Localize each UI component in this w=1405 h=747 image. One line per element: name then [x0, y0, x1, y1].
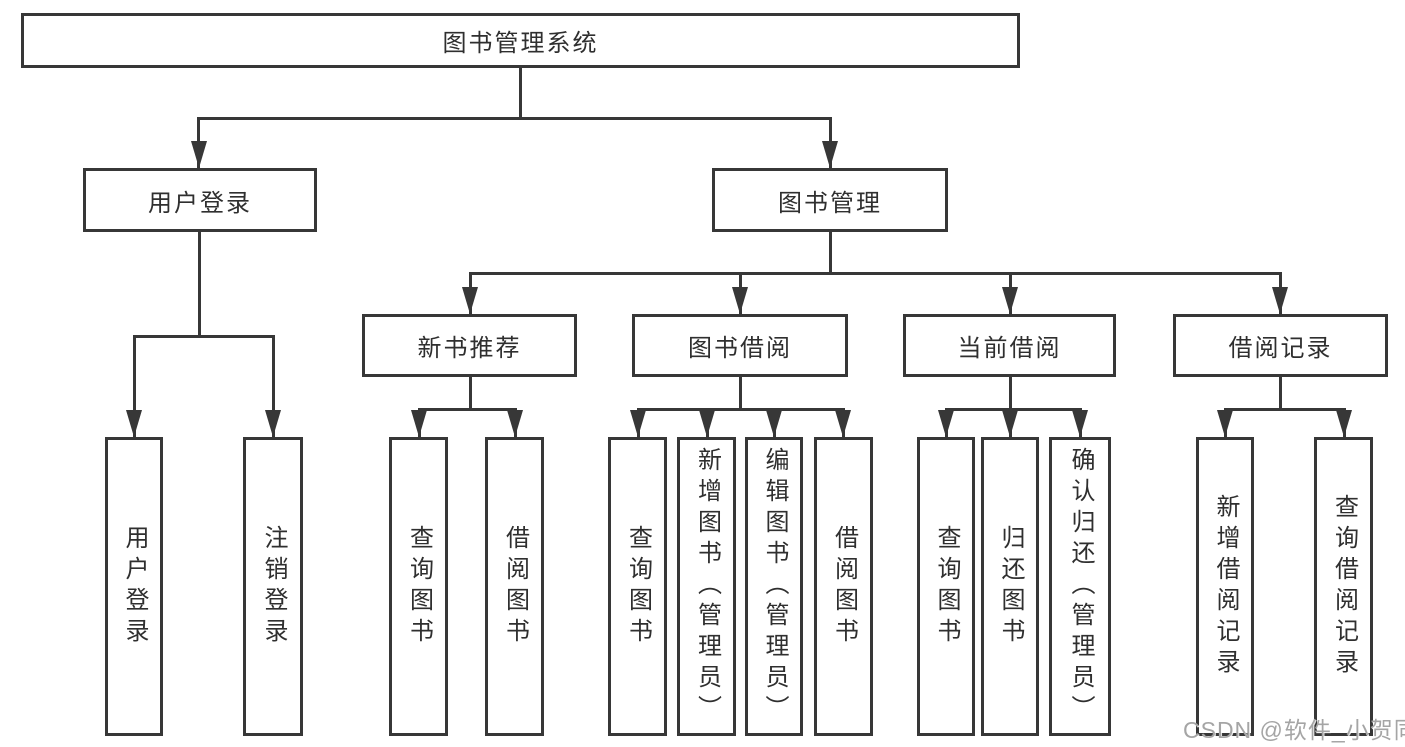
arrowhead-down [1336, 410, 1352, 437]
leaf-add-borrow-record-label: 新增借阅记录 [1212, 493, 1239, 680]
connector-line [272, 335, 275, 437]
connector-line [469, 377, 472, 408]
leaf-query-borrow-record-label: 查询借阅记录 [1330, 493, 1358, 680]
arrowhead-down [462, 287, 478, 314]
leaf-current-query-book: 查询图书 [917, 437, 975, 736]
arrowhead-down [1002, 410, 1018, 437]
leaf-borrow-borrow-book: 借阅图书 [814, 437, 873, 736]
leaf-borrow-query-book-label: 查询图书 [624, 524, 652, 649]
leaf-current-query-book-label: 查询图书 [933, 524, 960, 649]
node-user-login: 用户登录 [83, 168, 317, 232]
connector-line [133, 335, 275, 338]
connector-line [133, 335, 136, 437]
arrowhead-down [938, 410, 954, 437]
arrowhead-down [191, 141, 207, 168]
arrowhead-down [1217, 410, 1233, 437]
leaf-borrow-query-book: 查询图书 [608, 437, 667, 736]
connector-line [1224, 408, 1346, 411]
leaf-add-book-admin: 新增图书（管理员） [677, 437, 736, 736]
connector-line [469, 272, 1282, 275]
connector-line [829, 232, 832, 272]
node-new-book-recommend-label: 新书推荐 [417, 335, 522, 362]
leaf-return-book-label: 归还图书 [997, 524, 1024, 649]
connector-line [1279, 377, 1282, 408]
arrowhead-down [1272, 287, 1288, 314]
arrowhead-down [1002, 287, 1018, 314]
arrowhead-down [126, 410, 142, 437]
leaf-user-login: 用户登录 [105, 437, 163, 736]
node-current-borrow: 当前借阅 [903, 314, 1116, 377]
arrowhead-down [630, 410, 646, 437]
leaf-recommend-borrow-book: 借阅图书 [485, 437, 544, 736]
arrowhead-down [507, 410, 523, 437]
node-book-management: 图书管理 [712, 168, 948, 232]
node-borrow-record-label: 借阅记录 [1228, 335, 1333, 362]
connector-line [198, 117, 832, 120]
leaf-logout-label: 注销登录 [260, 524, 287, 649]
arrowhead-down [699, 410, 715, 437]
leaf-user-login-label: 用户登录 [121, 524, 148, 649]
node-new-book-recommend: 新书推荐 [362, 314, 577, 377]
leaf-edit-book-admin: 编辑图书（管理员） [745, 437, 803, 736]
leaf-return-book: 归还图书 [981, 437, 1039, 736]
connector-line [418, 408, 517, 411]
node-book-management-label: 图书管理 [778, 189, 882, 217]
connector-line [739, 377, 742, 408]
arrowhead-down [265, 410, 281, 437]
arrowhead-down [822, 141, 838, 168]
leaf-confirm-return-admin-label: 确认归还（管理员） [1067, 447, 1094, 726]
leaf-recommend-borrow-book-label: 借阅图书 [501, 524, 529, 649]
leaf-edit-book-admin-label: 编辑图书（管理员） [761, 447, 788, 726]
leaf-borrow-borrow-book-label: 借阅图书 [830, 524, 858, 649]
arrowhead-down [411, 410, 427, 437]
arrowhead-down [766, 410, 782, 437]
node-root: 图书管理系统 [21, 13, 1020, 68]
arrowhead-down [835, 410, 851, 437]
node-user-login-label: 用户登录 [148, 189, 252, 217]
csdn-watermark: CSDN @软件_小贺同学 [1183, 717, 1405, 743]
leaf-query-borrow-record: 查询借阅记录 [1314, 437, 1373, 736]
connector-line [637, 408, 845, 411]
arrowhead-down [732, 287, 748, 314]
node-book-borrow: 图书借阅 [632, 314, 848, 377]
node-root-label: 图书管理系统 [442, 30, 599, 57]
connector-line [1009, 377, 1012, 408]
connector-line [198, 232, 201, 335]
leaf-confirm-return-admin: 确认归还（管理员） [1049, 437, 1111, 736]
connector-line [945, 408, 1082, 411]
arrowhead-down [1072, 410, 1088, 437]
leaf-recommend-query-book: 查询图书 [389, 437, 448, 736]
node-current-borrow-label: 当前借阅 [957, 335, 1062, 362]
leaf-logout: 注销登录 [243, 437, 303, 736]
node-borrow-record: 借阅记录 [1173, 314, 1388, 377]
leaf-recommend-query-book-label: 查询图书 [405, 524, 433, 649]
leaf-add-book-admin-label: 新增图书（管理员） [693, 447, 721, 726]
connector-line [519, 68, 522, 117]
leaf-add-borrow-record: 新增借阅记录 [1196, 437, 1254, 736]
node-book-borrow-label: 图书借阅 [688, 335, 792, 362]
